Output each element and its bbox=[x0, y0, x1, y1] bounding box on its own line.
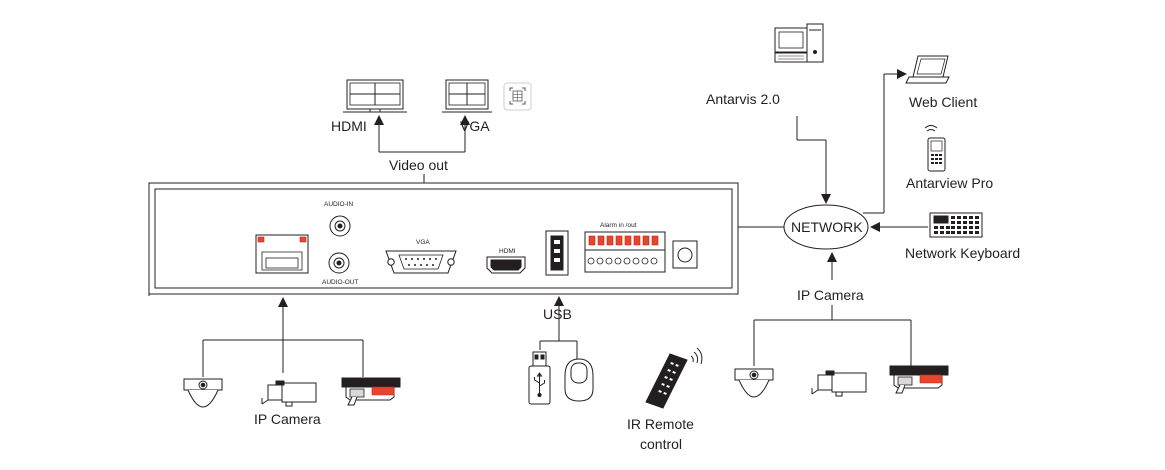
antarview-label: Antarview Pro bbox=[906, 175, 993, 191]
lan-port-icon bbox=[255, 234, 309, 274]
vga-port-label: VGA bbox=[416, 239, 430, 246]
bullet-camera-icon bbox=[341, 377, 401, 406]
ip-camera-right-label: IP Camera bbox=[797, 287, 864, 303]
network-label: NETWORK bbox=[791, 219, 863, 235]
power-port-icon bbox=[672, 240, 698, 269]
laptop-icon bbox=[905, 55, 950, 84]
usb-port-icon bbox=[545, 230, 569, 276]
audio-out-port-icon bbox=[328, 252, 350, 274]
dome-camera-right-icon bbox=[734, 368, 774, 398]
network-keyboard-label: Network Keyboard bbox=[905, 245, 1020, 261]
hdmi-out-label: HDMI bbox=[331, 118, 367, 134]
hdmi-port-icon bbox=[486, 256, 526, 274]
box-camera-right-icon bbox=[811, 370, 867, 397]
vga-monitor-icon bbox=[442, 79, 492, 113]
ir-remote-icon bbox=[645, 347, 703, 409]
hdmi-monitor-icon bbox=[343, 79, 407, 113]
audio-in-port-icon bbox=[329, 215, 351, 237]
network-keyboard-icon bbox=[929, 212, 983, 238]
dome-camera-icon bbox=[183, 378, 223, 408]
bullet-camera-right-icon bbox=[889, 365, 949, 394]
video-out-label: Video out bbox=[389, 157, 448, 173]
nvr-rear-panel bbox=[148, 182, 739, 296]
web-client-label: Web Client bbox=[909, 94, 977, 110]
vga-port-icon bbox=[385, 250, 457, 274]
ir-remote-label-line2: control bbox=[640, 436, 682, 452]
ip-camera-left-label: IP Camera bbox=[254, 411, 321, 427]
audio-out-label: AUDIO-OUT bbox=[322, 279, 359, 286]
audio-in-label: AUDIO-IN bbox=[324, 201, 354, 208]
usb-label: USB bbox=[543, 306, 572, 322]
hdmi-port-label: HDMI bbox=[499, 248, 516, 255]
desktop-pc-icon bbox=[774, 23, 824, 63]
usb-mouse-icon bbox=[564, 352, 594, 402]
mobile-phone-icon bbox=[924, 125, 946, 172]
antarvis-label: Antarvis 2.0 bbox=[706, 91, 780, 107]
network-node bbox=[783, 204, 869, 250]
alarm-terminal-icon bbox=[584, 231, 666, 273]
box-camera-icon bbox=[261, 380, 317, 407]
usb-flash-drive-icon bbox=[528, 351, 551, 405]
ir-remote-label-line1: IR Remote bbox=[627, 416, 694, 432]
alarm-label: Alarm in /out bbox=[600, 222, 637, 229]
screen-capture-icon bbox=[503, 82, 532, 111]
